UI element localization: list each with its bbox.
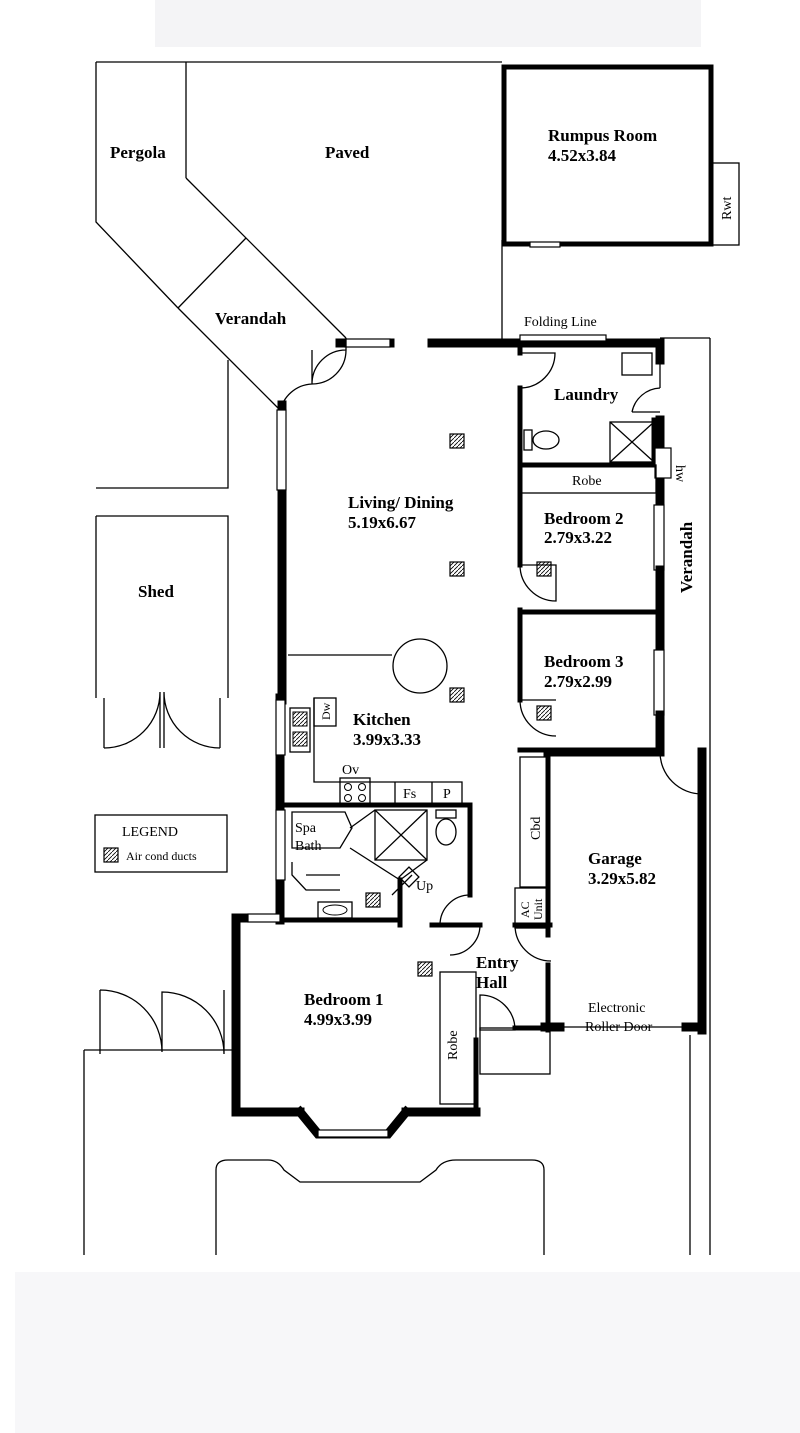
oven-label: Ov — [342, 763, 359, 778]
house-walls — [231, 334, 707, 1139]
paved-label: Paved — [325, 143, 370, 162]
shed-label: Shed — [138, 582, 174, 601]
dishwasher-label: Dw — [319, 702, 333, 720]
legend-item-label: Air cond ducts — [126, 849, 197, 863]
rumpus-room-label: Rumpus Room — [548, 126, 657, 145]
rumpus-room-dims: 4.52x3.84 — [548, 146, 617, 165]
bedroom1-dims: 4.99x3.99 — [304, 1010, 372, 1029]
living-dining-dims: 5.19x6.67 — [348, 513, 417, 532]
laundry-label: Laundry — [554, 385, 619, 404]
kitchen-dims: 3.99x3.33 — [353, 730, 421, 749]
front-gate — [99, 989, 225, 1055]
legend — [94, 814, 228, 873]
kitchen-fixtures — [288, 638, 463, 806]
bedroom1-label: Bedroom 1 — [304, 990, 384, 1009]
verandah-rear-label: Verandah — [215, 309, 287, 328]
bottom-margin-band — [15, 1272, 800, 1433]
laundry-fixtures — [519, 352, 657, 494]
cupboard-label: Cbd — [529, 817, 544, 840]
stairs-up-label: Up — [416, 879, 433, 894]
garage-dims: 3.29x5.82 — [588, 869, 656, 888]
folding-line-label: Folding Line — [524, 315, 597, 330]
hw-label: hw — [672, 465, 687, 483]
bedroom2-label: Bedroom 2 — [544, 509, 624, 528]
top-margin-band — [155, 0, 701, 47]
verandah-side-label: Verandah — [677, 521, 696, 593]
pergola-label: Pergola — [110, 143, 166, 162]
kitchen-label: Kitchen — [353, 710, 411, 729]
bed1-robe-label: Robe — [446, 1030, 461, 1060]
ac-unit-label-1: AC — [518, 901, 532, 918]
bedroom3-dims: 2.79x2.99 — [544, 672, 612, 691]
garage-label: Garage — [588, 849, 642, 868]
bedroom2-dims: 2.79x3.22 — [544, 528, 612, 547]
fridge-space-label: Fs — [403, 787, 416, 802]
spa-bath-label-1: Spa — [295, 821, 317, 836]
spa-bath-label-2: Bath — [295, 839, 321, 854]
bedroom3-label: Bedroom 3 — [544, 652, 624, 671]
roller-door-label-1: Electronic — [588, 1001, 646, 1016]
entry-hall-label-1: Entry — [476, 953, 519, 972]
bathroom-fixtures — [291, 809, 457, 919]
pantry-label: P — [443, 787, 451, 802]
legend-title: LEGEND — [122, 825, 178, 840]
living-dining-label: Living/ Dining — [348, 493, 454, 512]
boundary-lines — [83, 337, 711, 1255]
rumpus-room — [501, 64, 740, 248]
rwt-label: Rwt — [720, 197, 735, 220]
bed2-robe-label: Robe — [572, 474, 602, 489]
pergola-area — [95, 61, 502, 411]
entry-hall-label-2: Hall — [476, 973, 507, 992]
shed — [103, 691, 221, 749]
roller-door-label-2: Roller Door — [585, 1020, 653, 1035]
ac-unit-label-2: Unit — [531, 898, 545, 920]
